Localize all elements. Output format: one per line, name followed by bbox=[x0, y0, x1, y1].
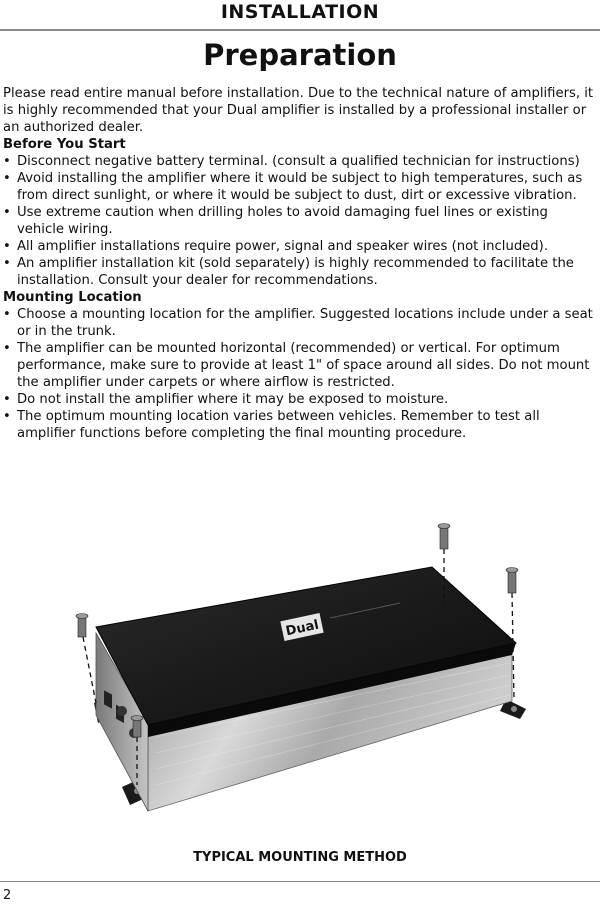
mounting-screw bbox=[437, 523, 451, 605]
intro-paragraph: Please read entire manual before install… bbox=[3, 86, 594, 135]
mounting-location-heading: Mounting Location bbox=[3, 290, 142, 305]
dual-logo: Dual bbox=[280, 602, 401, 641]
section-header-title: INSTALLATION bbox=[220, 1, 380, 23]
list-item: The amplifier can be mounted horizontal … bbox=[3, 340, 596, 391]
before-you-start-list: Disconnect negative battery terminal. (c… bbox=[3, 153, 596, 289]
list-item: Do not install the amplifier where it ma… bbox=[3, 391, 596, 408]
mounting-screw bbox=[75, 613, 97, 704]
logo-text: Dual bbox=[284, 618, 320, 640]
page-number: 2 bbox=[3, 888, 12, 903]
list-item: All amplifier installations require powe… bbox=[3, 238, 596, 255]
figure-caption: TYPICAL MOUNTING METHOD bbox=[193, 850, 407, 865]
mounting-screw bbox=[130, 715, 144, 785]
footer-divider bbox=[0, 881, 600, 882]
before-you-start-heading: Before You Start bbox=[3, 137, 126, 152]
list-item: Avoid installing the amplifier where it … bbox=[3, 170, 596, 204]
mounting-screw bbox=[505, 567, 519, 700]
list-item: Disconnect negative battery terminal. (c… bbox=[3, 153, 596, 170]
manual-content: Please read entire manual before install… bbox=[3, 85, 596, 442]
terminal-connector bbox=[117, 706, 127, 716]
amplifier-mounting-illustration: Dual bbox=[75, 523, 526, 812]
list-item: The optimum mounting location varies bet… bbox=[3, 408, 596, 442]
list-item: An amplifier installation kit (sold sepa… bbox=[3, 255, 596, 289]
mounting-location-list: Choose a mounting location for the ampli… bbox=[3, 306, 596, 442]
mounting-foot bbox=[500, 699, 526, 719]
header-divider bbox=[0, 29, 600, 31]
list-item: Use extreme caution when drilling holes … bbox=[3, 204, 596, 238]
page-title: Preparation bbox=[203, 38, 397, 72]
list-item: Choose a mounting location for the ampli… bbox=[3, 306, 596, 340]
